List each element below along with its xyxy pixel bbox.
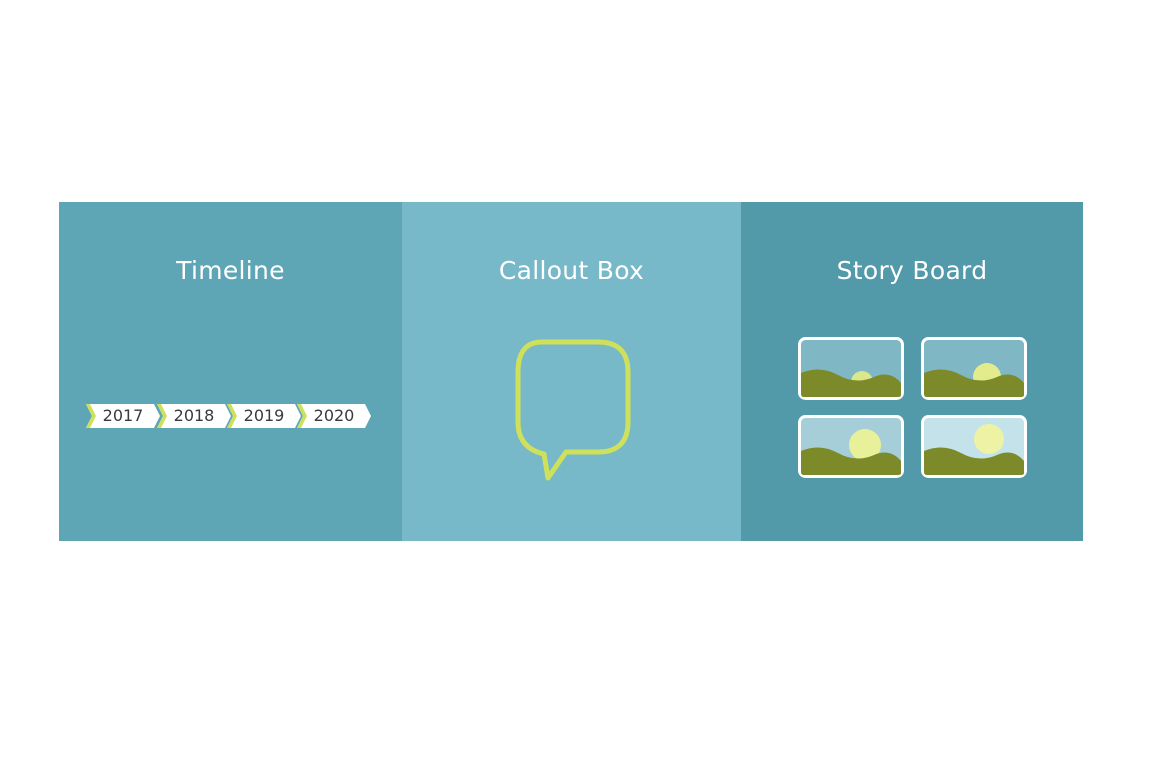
callout-box-panel[interactable]: Callout Box: [402, 202, 741, 541]
feature-banner: Timeline 2017 2018: [59, 202, 1083, 541]
timeline-panel[interactable]: Timeline 2017 2018: [59, 202, 402, 541]
timeline-year: 2017: [102, 406, 144, 425]
landscape-image-icon: [798, 415, 904, 478]
landscape-image-icon: [921, 337, 1027, 400]
callout-box-title: Callout Box: [498, 256, 645, 285]
landscape-image-icon: [921, 415, 1027, 478]
story-board-grid: [798, 337, 1030, 483]
chevron-arrow-icon: [157, 404, 231, 428]
chevron-arrow-icon: [297, 404, 371, 428]
timeline-year: 2019: [243, 406, 285, 425]
chevron-arrow-icon: [86, 404, 160, 428]
story-board-panel[interactable]: Story Board: [741, 202, 1083, 541]
timeline-graphic: 2017 2018 2019: [86, 404, 376, 428]
landscape-image-icon: [798, 337, 904, 400]
timeline-title: Timeline: [176, 256, 285, 285]
story-board-title: Story Board: [836, 256, 988, 285]
chevron-arrow-icon: [227, 404, 301, 428]
timeline-year: 2018: [173, 406, 215, 425]
speech-bubble-icon: [515, 339, 631, 481]
timeline-year: 2020: [313, 406, 355, 425]
